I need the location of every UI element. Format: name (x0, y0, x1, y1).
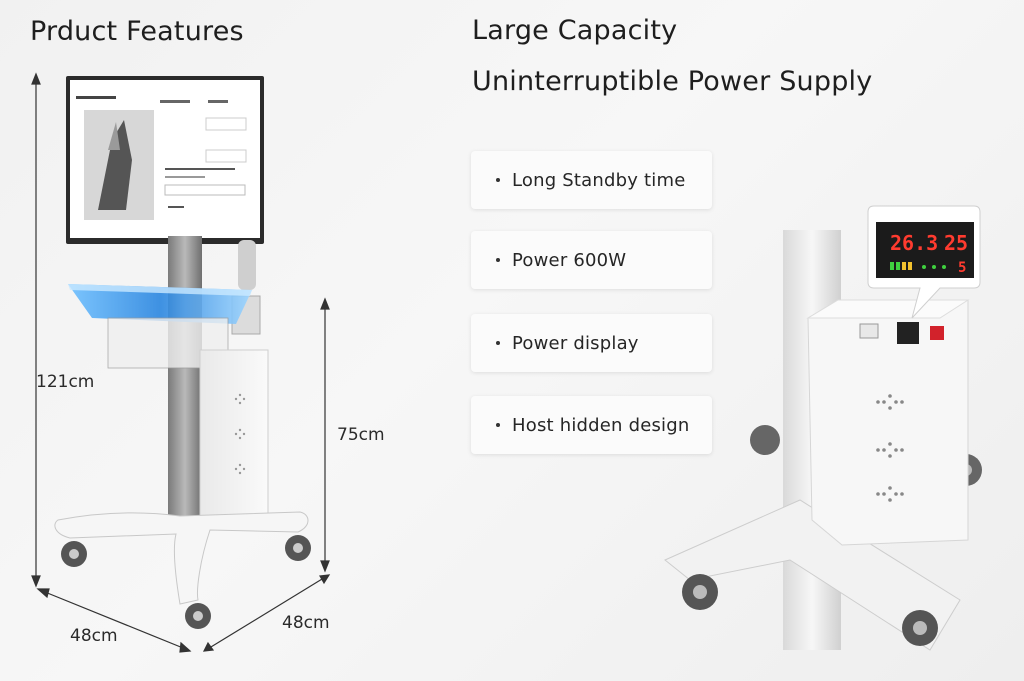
monitor (66, 76, 264, 244)
feature-label: Power display (512, 332, 639, 354)
left-title: Prduct Features (30, 16, 244, 47)
bullet-dot (496, 258, 500, 262)
led-output-readout: 25 (944, 231, 968, 255)
ups-box-small (199, 349, 269, 521)
bullet-dot (496, 341, 500, 345)
dimension-height-total: 121cm (36, 372, 95, 392)
bullet-dot (496, 423, 500, 427)
right-title-line1: Large Capacity (472, 15, 678, 46)
dimension-lines (31, 72, 331, 653)
feature-card-display: Power display (471, 314, 712, 372)
feature-card-power: Power 600W (471, 231, 712, 289)
ups-closeup: 26.3 25 5 (664, 205, 982, 651)
stand-wheels (61, 535, 311, 629)
dimension-depth: 48cm (70, 626, 118, 646)
led-input-readout: 26.3 (890, 231, 938, 255)
feature-card-hidden-host: Host hidden design (471, 396, 712, 454)
feature-label: Host hidden design (512, 414, 690, 436)
bullet-dot (496, 178, 500, 182)
stand-base (54, 511, 309, 605)
dimension-height-base: 75cm (337, 425, 385, 445)
stand-pole (168, 236, 202, 528)
feature-label: Power 600W (512, 249, 627, 271)
led-level-readout: 5 (958, 260, 966, 276)
right-title-line2: Uninterruptible Power Supply (472, 66, 873, 97)
dimension-width: 48cm (282, 613, 330, 633)
feature-card-standby: Long Standby time (471, 151, 712, 209)
feature-label: Long Standby time (512, 169, 686, 191)
